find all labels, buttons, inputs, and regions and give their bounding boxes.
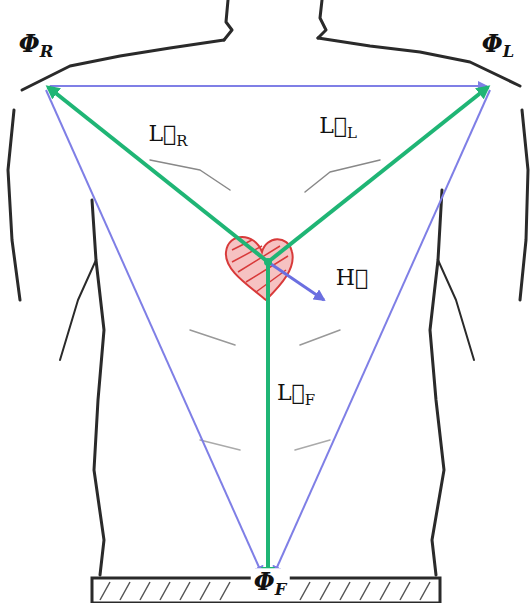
potential-label: ΦL [479,30,517,61]
heart [226,237,293,300]
potential-label: ΦR [16,30,56,61]
potential-label: ΦF [251,569,290,600]
lead-vector-label: L⃗F [274,380,318,409]
heart-vector-label: H⃗ [333,265,371,291]
heart-vector [268,262,324,300]
lead-vector-label: L⃗L [316,113,360,142]
center-dot [264,258,272,266]
lead-vectors [48,87,488,578]
lead-vector-label: L⃗R [145,121,190,150]
